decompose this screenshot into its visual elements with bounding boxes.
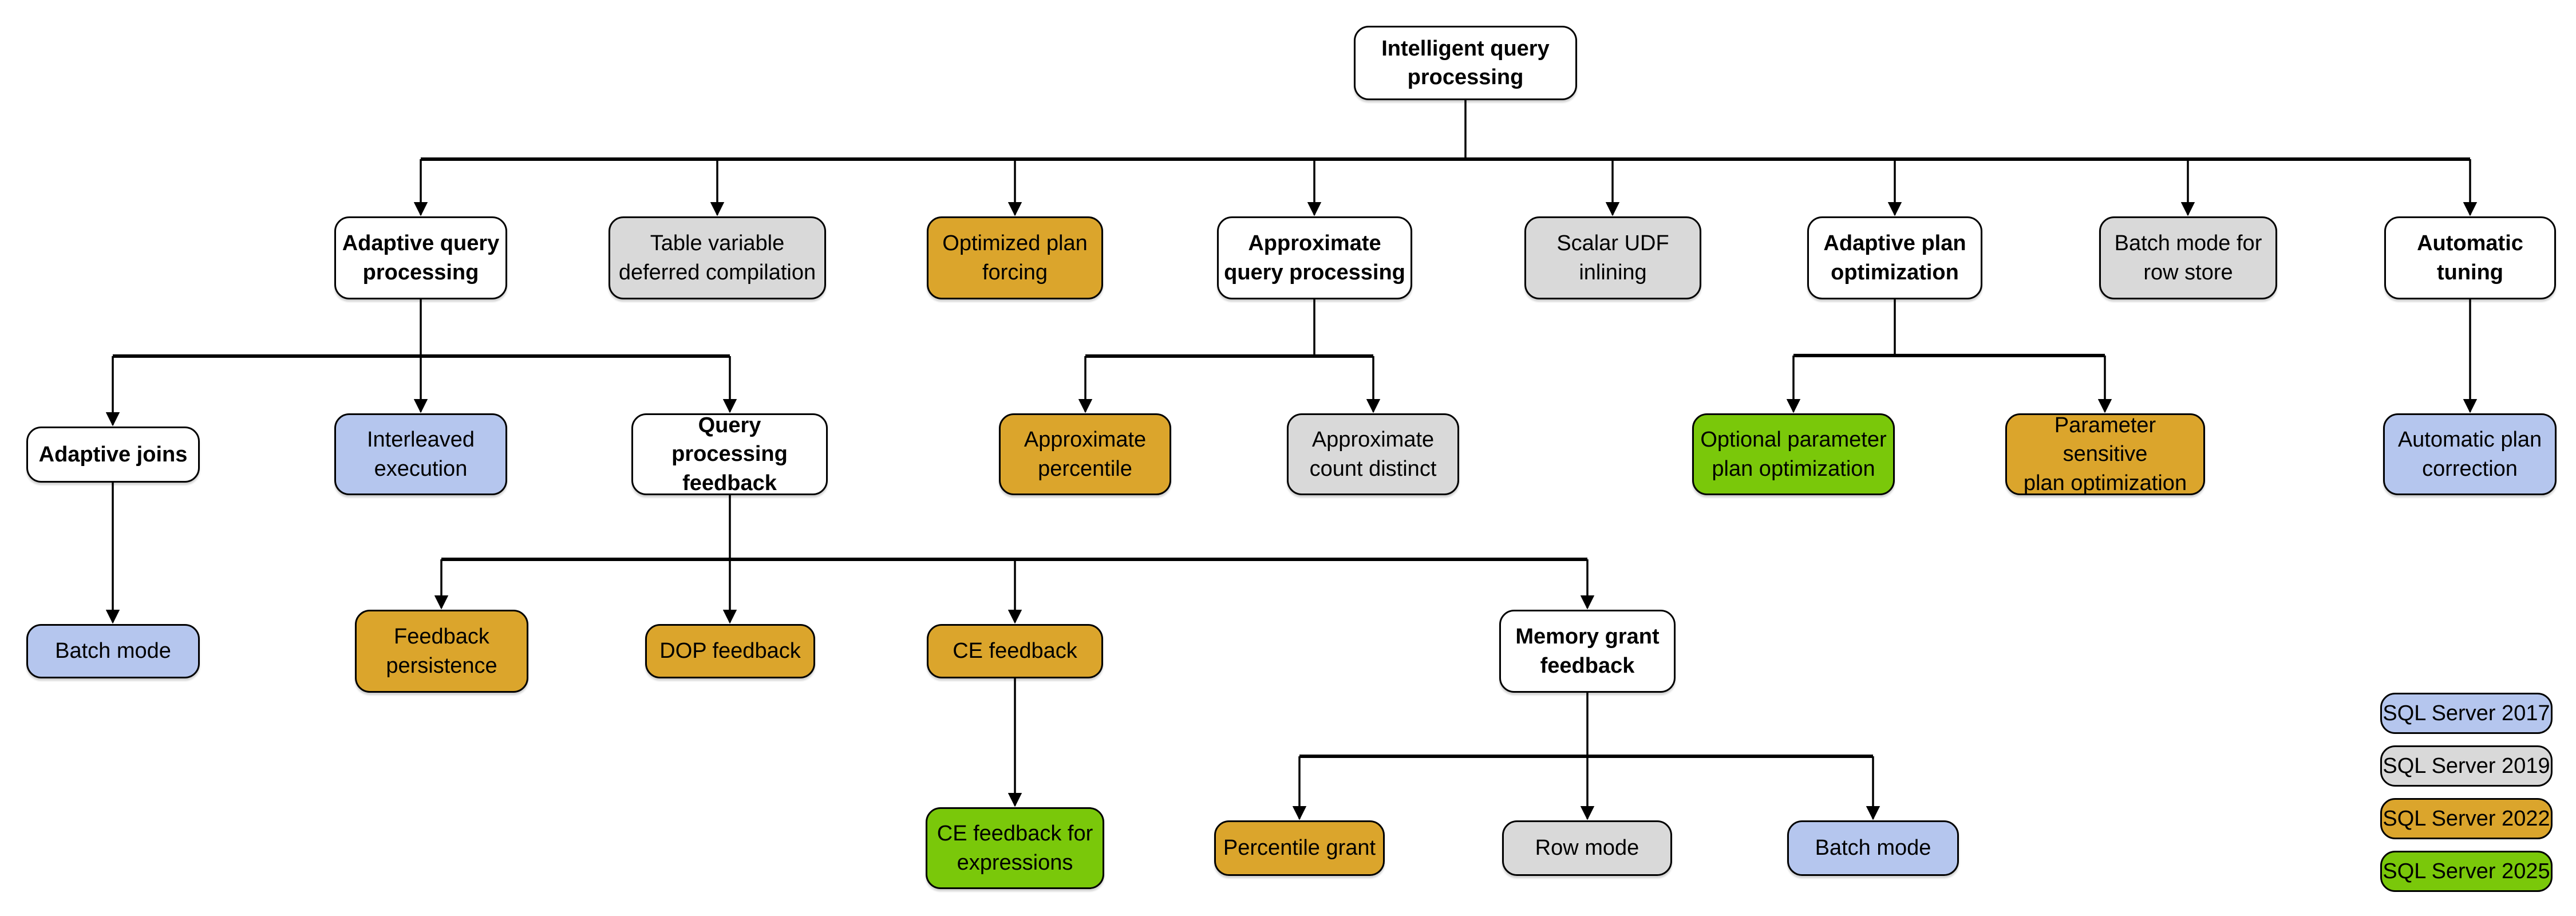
node-optimized-plan-forcing: Optimized plan forcing (927, 216, 1103, 299)
node-ce-feedback: CE feedback (927, 624, 1103, 678)
node-intelligent-query-processing: Intelligent query processing (1354, 26, 1577, 100)
node-feedback-persistence: Feedback persistence (355, 610, 528, 693)
node-batch-mode-for-row-store: Batch mode for row store (2099, 216, 2277, 299)
node-memory-grant-feedback: Memory grant feedback (1499, 610, 1676, 693)
legend-item-sql-server-2025: SQL Server 2025 (2380, 851, 2553, 892)
node-optional-parameter-plan-optimization: Optional parameter plan optimization (1692, 413, 1895, 495)
node-row-mode: Row mode (1502, 820, 1672, 876)
node-percentile-grant: Percentile grant (1214, 820, 1385, 876)
node-scalar-udf-inlining: Scalar UDF inlining (1524, 216, 1701, 299)
node-approximate-query-processing: Approximate query processing (1217, 216, 1412, 299)
legend-item-sql-server-2022: SQL Server 2022 (2380, 798, 2553, 839)
legend-item-sql-server-2017: SQL Server 2017 (2380, 693, 2553, 734)
node-interleaved-execution: Interleaved execution (334, 413, 507, 495)
node-parameter-sensitive-plan-optimization: Parameter sensitive plan optimization (2005, 413, 2205, 495)
node-approximate-count-distinct: Approximate count distinct (1287, 413, 1459, 495)
node-query-processing-feedback: Query processing feedback (631, 413, 828, 495)
legend-item-sql-server-2019: SQL Server 2019 (2380, 745, 2553, 787)
node-table-variable-deferred-compilation: Table variable deferred compilation (609, 216, 826, 299)
node-batch-mode-adaptive-joins: Batch mode (26, 624, 200, 678)
node-adaptive-joins: Adaptive joins (26, 427, 200, 483)
node-adaptive-query-processing: Adaptive query processing (334, 216, 507, 299)
node-ce-feedback-for-expressions: CE feedback for expressions (926, 807, 1104, 889)
node-approximate-percentile: Approximate percentile (999, 413, 1171, 495)
node-dop-feedback: DOP feedback (645, 624, 815, 678)
node-adaptive-plan-optimization: Adaptive plan optimization (1807, 216, 1982, 299)
node-batch-mode-memory-grant: Batch mode (1787, 820, 1959, 876)
node-automatic-plan-correction: Automatic plan correction (2383, 413, 2557, 495)
node-automatic-tuning: Automatic tuning (2384, 216, 2556, 299)
